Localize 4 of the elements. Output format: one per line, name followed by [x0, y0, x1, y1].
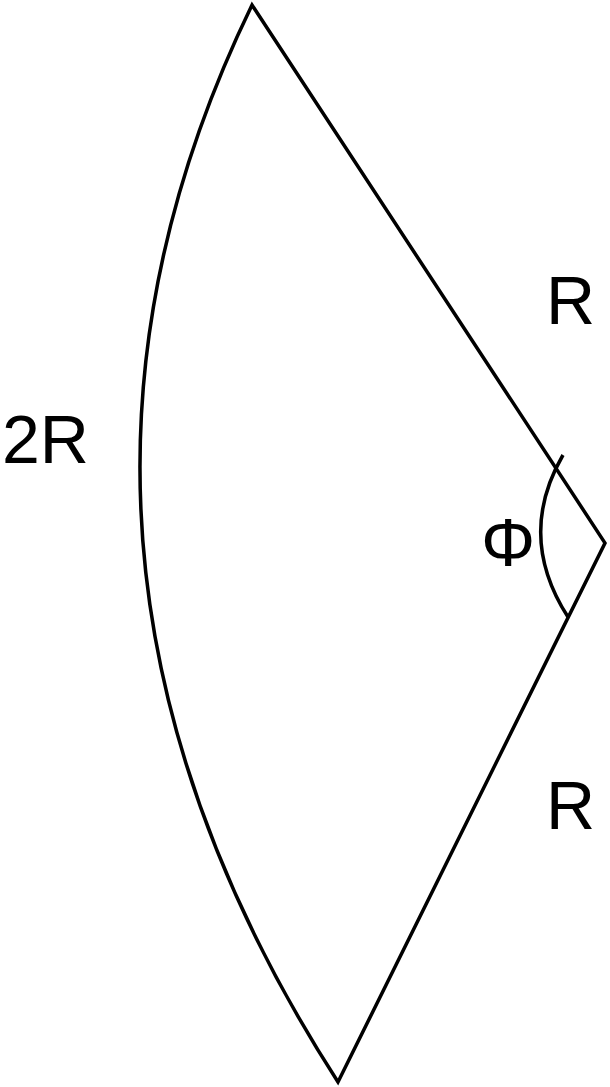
- dimension-label: 2R: [2, 405, 89, 473]
- angle-label: Φ: [481, 508, 536, 576]
- dimension-label: R: [546, 771, 596, 839]
- dimension-label: R: [546, 266, 596, 334]
